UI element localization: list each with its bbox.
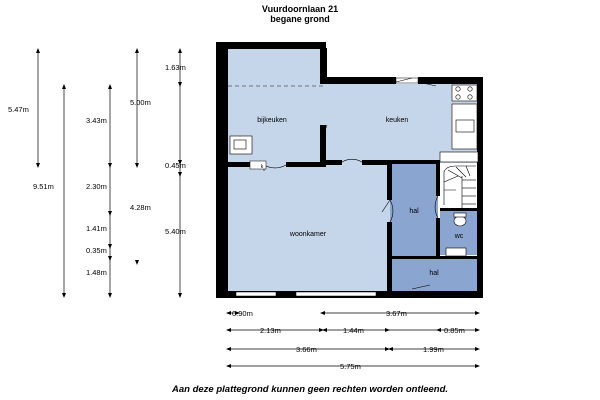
- dim-2.30m: 2.30m: [86, 182, 107, 191]
- dim-0.45m: 0.45m: [165, 161, 186, 170]
- dim-3.67m: 3.67m: [386, 309, 407, 318]
- room-hal-upper: [390, 163, 438, 258]
- label-hal-upper: hal: [409, 208, 419, 215]
- wc-fixtures: [445, 212, 467, 257]
- label-bijkeuken: bijkeuken: [257, 117, 287, 124]
- dim-5.75m: 5.75m: [340, 362, 361, 371]
- dim-3.66m: 3.66m: [296, 345, 317, 354]
- dim-9.51m: 9.51m: [33, 182, 54, 191]
- label-keuken: keuken: [386, 117, 409, 124]
- dim-5.40m: 5.40m: [165, 227, 186, 236]
- label-woonkamer: woonkamer: [289, 231, 327, 238]
- dim-1.44m: 1.44m: [343, 326, 364, 335]
- doors: [263, 58, 439, 290]
- dimension-ticks: [36, 48, 182, 298]
- kitchen-fixtures: [439, 84, 479, 163]
- dim-1.99m: 1.99m: [423, 345, 444, 354]
- plan-address: Vuurdoornlaan 21: [261, 4, 339, 14]
- dim-1.63m: 1.63m: [165, 63, 186, 72]
- dim-5.00m: 5.00m: [130, 98, 151, 107]
- room-hal-lower: [390, 258, 478, 293]
- label-k: k: [261, 164, 264, 170]
- dim-1.41m: 1.41m: [86, 224, 107, 233]
- dim-0.90m: 0.90m: [232, 309, 253, 318]
- dim-5.47m: 5.47m: [8, 105, 29, 114]
- dim-3.43m: 3.43m: [86, 116, 107, 125]
- horizontal-dimension-lines: [228, 312, 478, 367]
- room-woonkamer: [228, 163, 390, 293]
- bijkeuken-sink: [229, 135, 267, 170]
- dim-0.35m: 0.35m: [86, 246, 107, 255]
- dim-2.13m: 2.13m: [260, 326, 281, 335]
- dim-1.48m: 1.48m: [86, 268, 107, 277]
- label-hal-lower: hal: [429, 270, 439, 277]
- label-wc: wc: [454, 233, 464, 240]
- dim-0.85m: 0.85m: [444, 326, 465, 335]
- plan-floor-label: begane grond: [270, 14, 330, 24]
- staircase: [443, 165, 476, 208]
- dim-4.28m: 4.28m: [130, 203, 151, 212]
- disclaimer-text: Aan deze plattegrond kunnen geen rechten…: [172, 384, 449, 395]
